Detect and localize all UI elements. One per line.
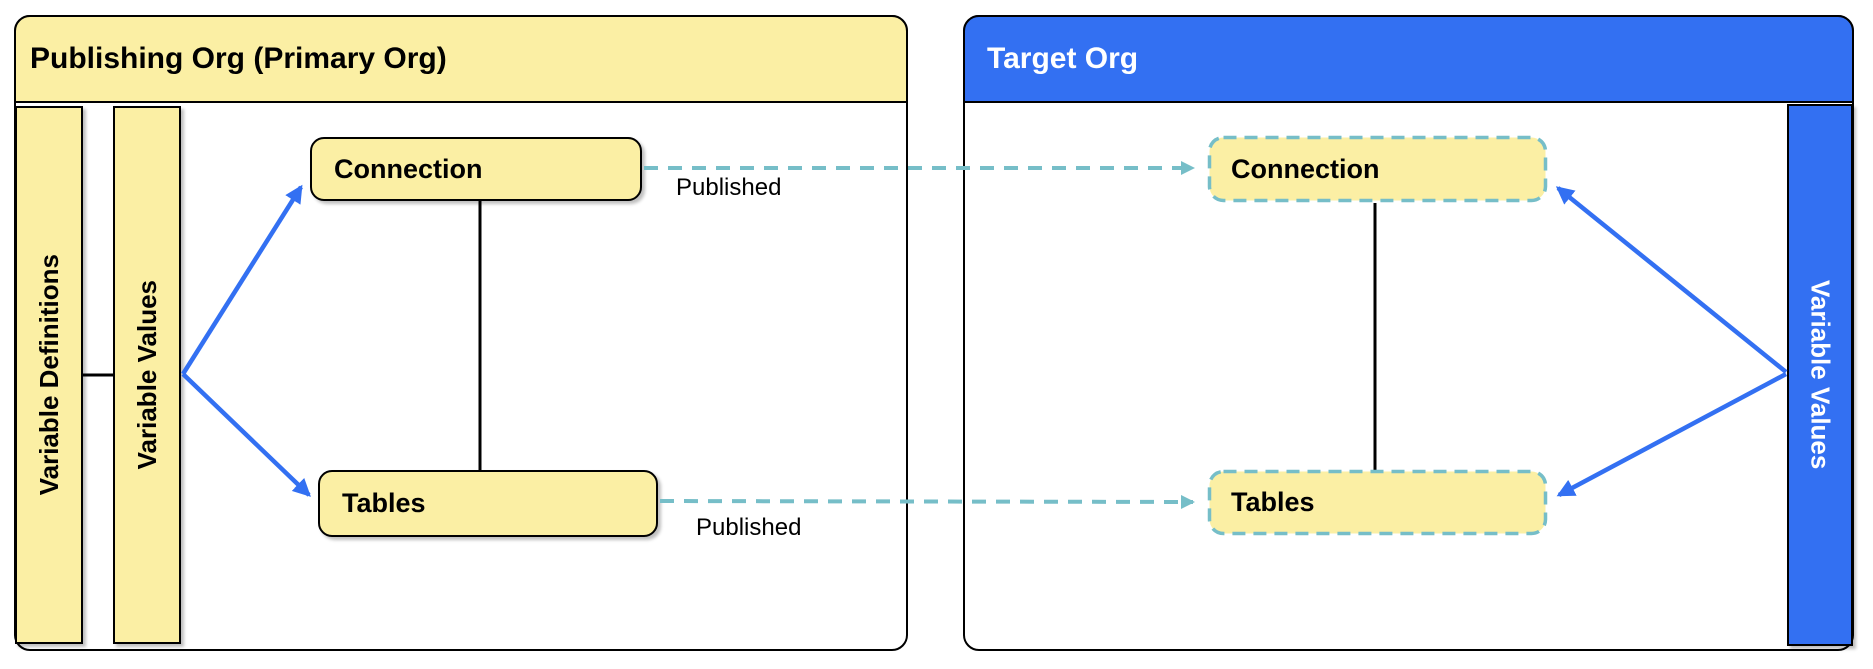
published-label-top: Published bbox=[676, 174, 782, 201]
target-tables-label: Tables bbox=[1231, 487, 1315, 517]
publishing-org-title: Publishing Org (Primary Org) bbox=[30, 42, 447, 75]
target-org-title: Target Org bbox=[987, 42, 1139, 75]
publishing-variable-values-bar: Variable Values bbox=[113, 106, 181, 644]
variable-definitions-label: Variable Definitions bbox=[33, 254, 64, 496]
target-variable-values-bar: Variable Values bbox=[1787, 104, 1853, 646]
publishing-connection-label: Connection bbox=[334, 153, 483, 184]
target-org-header: Target Org bbox=[963, 15, 1854, 103]
publishing-variable-values-label: Variable Values bbox=[131, 280, 162, 470]
publishing-connection-node: Connection bbox=[310, 137, 642, 201]
target-tables-label-wrap: Tables bbox=[1209, 471, 1546, 534]
target-connection-label: Connection bbox=[1231, 153, 1380, 184]
publishing-tables-node: Tables bbox=[318, 470, 658, 537]
target-org-panel: Target Org bbox=[963, 15, 1854, 651]
target-variable-values-label: Variable Values bbox=[1805, 280, 1836, 470]
variable-definitions-bar: Variable Definitions bbox=[15, 106, 83, 644]
published-label-bottom: Published bbox=[696, 514, 802, 541]
target-connection-label-wrap: Connection bbox=[1209, 137, 1546, 201]
publishing-org-header: Publishing Org (Primary Org) bbox=[14, 15, 908, 103]
publishing-tables-label: Tables bbox=[342, 488, 426, 518]
